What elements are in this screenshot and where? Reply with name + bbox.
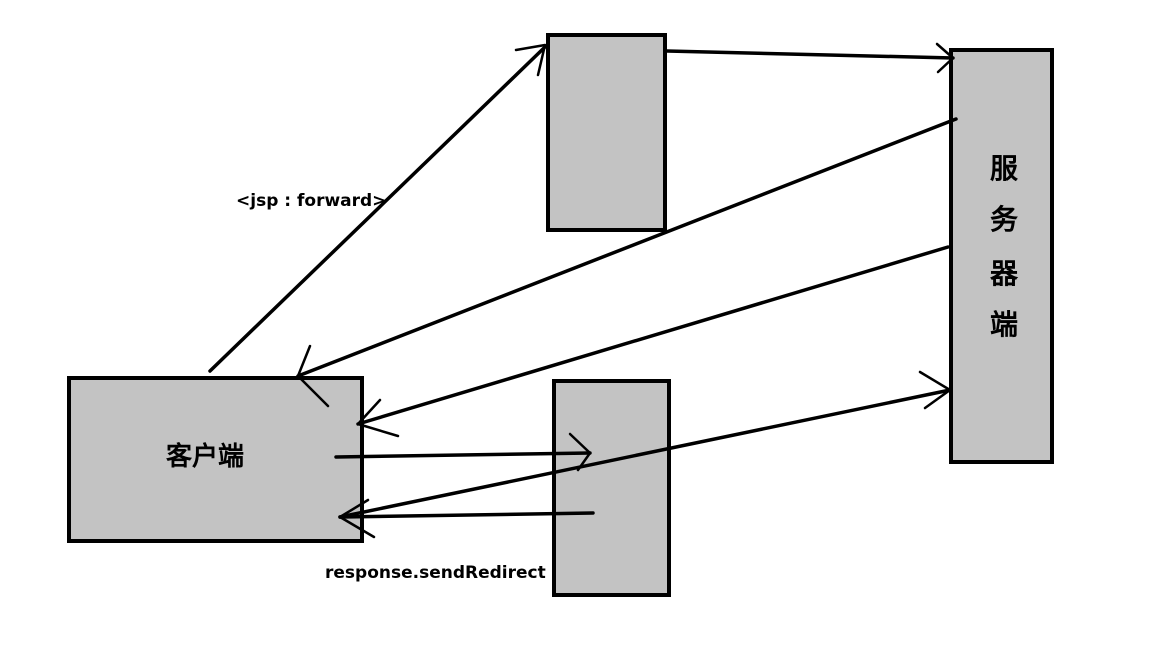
arrow-server-to-client-upper xyxy=(296,117,958,408)
arrow-client-to-forward-box xyxy=(208,43,547,373)
arrow-server-to-client-lower xyxy=(356,245,950,438)
forward-target-box xyxy=(546,33,667,232)
client-label: 客户端 xyxy=(166,441,244,472)
server-char-3: 器 xyxy=(989,257,1019,290)
client-box: 客户端 xyxy=(67,376,364,543)
arrow-forward-box-to-server xyxy=(665,42,955,74)
server-char-1: 服 xyxy=(990,152,1019,185)
redirect-target-box xyxy=(552,379,671,597)
arrow-client-to-server-redirect xyxy=(338,370,952,519)
forward-label: <jsp : forward> xyxy=(236,191,386,211)
arrow-client-to-redirect-box xyxy=(334,432,592,472)
server-char-2: 务 xyxy=(990,203,1018,236)
server-box: 服 务 器 端 xyxy=(949,48,1054,464)
redirect-label: response.sendRedirect xyxy=(325,563,546,583)
server-char-4: 端 xyxy=(990,308,1018,341)
